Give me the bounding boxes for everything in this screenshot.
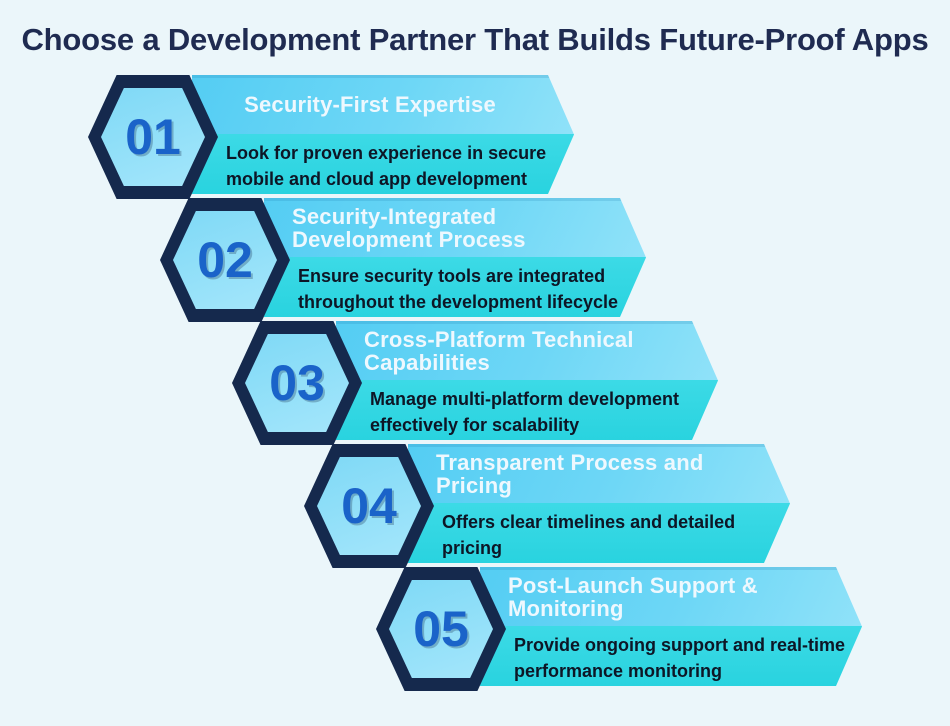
step-3: Cross-Platform Technical Capabilities Ma…: [232, 321, 718, 445]
step-title-band: Cross-Platform Technical Capabilities: [336, 321, 718, 380]
hexagon-badge: 03: [232, 321, 362, 445]
step-description: Manage multi-platform development effect…: [370, 389, 680, 435]
step-description-band: Manage multi-platform development effect…: [336, 380, 718, 440]
step-2: Security-Integrated Development Process …: [160, 198, 646, 322]
hexagon-inner: 03: [245, 334, 349, 432]
hexagon-badge: 02: [160, 198, 290, 322]
step-description: Ensure security tools are integrated thr…: [298, 266, 619, 312]
step-description-band: Provide ongoing support and real-time pe…: [480, 626, 862, 686]
step-title: Transparent Process and Pricing: [436, 449, 704, 498]
step-title: Security-Integrated Development Process: [292, 203, 526, 252]
step-banner: Post-Launch Support & Monitoring Provide…: [480, 567, 862, 686]
step-description: Provide ongoing support and real-time pe…: [514, 635, 846, 681]
step-number: 01: [125, 109, 181, 165]
step-4: Transparent Process and Pricing Offers c…: [304, 444, 790, 568]
hexagon-badge: 04: [304, 444, 434, 568]
step-title: Security-First Expertise: [244, 92, 496, 117]
hexagon-inner: 05: [389, 580, 493, 678]
step-title: Post-Launch Support & Monitoring: [508, 572, 758, 621]
step-banner: Transparent Process and Pricing Offers c…: [408, 444, 790, 563]
step-description-band: Look for proven experience in secure mob…: [192, 134, 574, 194]
hexagon-inner: 04: [317, 457, 421, 555]
hexagon-badge: 01: [88, 75, 218, 199]
step-title-band: Transparent Process and Pricing: [408, 444, 790, 503]
step-banner: Cross-Platform Technical Capabilities Ma…: [336, 321, 718, 440]
step-number: 05: [413, 601, 469, 657]
step-number: 04: [341, 478, 397, 534]
hexagon-inner: 02: [173, 211, 277, 309]
step-5: Post-Launch Support & Monitoring Provide…: [376, 567, 862, 691]
step-description-band: Ensure security tools are integrated thr…: [264, 257, 646, 317]
step-banner: Security-First Expertise Look for proven…: [192, 75, 574, 194]
step-title: Cross-Platform Technical Capabilities: [364, 326, 634, 375]
step-number: 02: [197, 232, 253, 288]
step-number: 03: [269, 355, 325, 411]
step-title-band: Security-First Expertise: [192, 75, 574, 134]
page-title: Choose a Development Partner That Builds…: [21, 22, 929, 57]
hexagon-inner: 01: [101, 88, 205, 186]
step-1: Security-First Expertise Look for proven…: [88, 75, 574, 199]
step-title-band: Post-Launch Support & Monitoring: [480, 567, 862, 626]
step-description-band: Offers clear timelines and detailed pric…: [408, 503, 790, 563]
step-title-band: Security-Integrated Development Process: [264, 198, 646, 257]
step-description: Look for proven experience in secure mob…: [226, 143, 547, 189]
hexagon-badge: 05: [376, 567, 506, 691]
step-banner: Security-Integrated Development Process …: [264, 198, 646, 317]
step-description: Offers clear timelines and detailed pric…: [442, 512, 736, 558]
